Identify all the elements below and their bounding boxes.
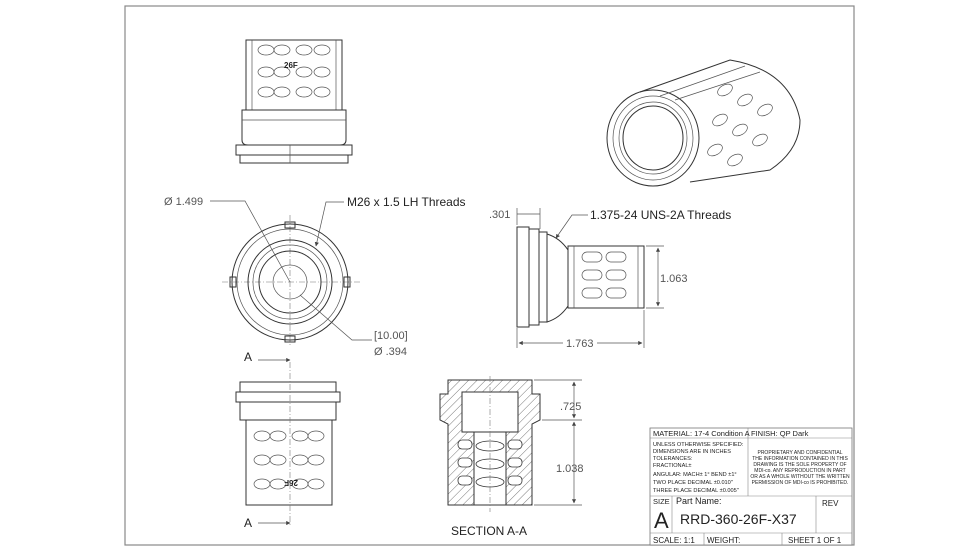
tb-note-6: THREE PLACE DECIMAL ±0.005" xyxy=(653,488,739,494)
dim-10-mm: [10.00] xyxy=(374,330,408,342)
top-elevation-view: 26F xyxy=(235,39,353,164)
dim-dia-1499: Ø 1.499 xyxy=(164,196,203,208)
tb-prop-4: OR AS A WHOLE WITHOUT THE WRITTEN xyxy=(750,474,850,480)
section-a-a-view xyxy=(439,376,541,512)
tb-part-name-label: Part Name: xyxy=(676,496,722,506)
dim-301: .301 xyxy=(489,209,510,221)
tb-weight: WEIGHT: xyxy=(707,536,740,545)
title-block xyxy=(649,427,853,546)
tb-size-label: SIZE xyxy=(653,497,670,506)
tb-prop-0: PROPRIETARY AND CONFIDENTIAL xyxy=(757,450,842,456)
dim-1763: 1.763 xyxy=(566,338,594,350)
tb-part-name: RRD-360-26F-X37 xyxy=(680,511,797,527)
tb-prop-5: PERMISSION OF MDI-co IS PROHIBITED. xyxy=(752,480,849,486)
tb-note-0: UNLESS OTHERWISE SPECIFIED: xyxy=(653,442,744,448)
dim-dia-394: Ø .394 xyxy=(374,346,407,358)
dim-1063: 1.063 xyxy=(660,273,688,285)
tb-finish: FINISH: QP Dark xyxy=(751,429,809,438)
engraving-26f-side: 26F xyxy=(284,478,298,487)
tb-note-2: TOLERANCES: xyxy=(653,456,693,462)
tb-prop-2: DRAWING IS THE SOLE PROPERTY OF xyxy=(753,462,846,468)
note-m26-threads: M26 x 1.5 LH Threads xyxy=(347,195,466,209)
tb-sheet: SHEET 1 OF 1 xyxy=(788,536,842,545)
tb-note-3: FRACTIONAL± xyxy=(653,463,692,469)
tb-prop-1: THE INFORMATION CONTAINED IN THIS xyxy=(752,456,848,462)
tb-material: MATERIAL: 17-4 Condition A xyxy=(653,429,750,438)
note-1375-threads: 1.375-24 UNS-2A Threads xyxy=(590,208,731,222)
tb-prop-3: MDI-co. ANY REPRODUCTION IN PART xyxy=(754,468,845,474)
section-marker-bottom: A xyxy=(244,516,252,530)
tb-scale: SCALE: 1:1 xyxy=(653,536,695,545)
tb-note-5: TWO PLACE DECIMAL ±0.010" xyxy=(653,480,733,486)
sheet-border xyxy=(124,5,855,546)
tb-size-value: A xyxy=(654,508,669,533)
tb-note-1: DIMENSIONS ARE IN INCHES xyxy=(653,449,731,455)
section-marker-top: A xyxy=(244,350,252,364)
dim-725: .725 xyxy=(560,401,581,413)
tb-note-4: ANGULAR: MACH± 1° BEND ±1° xyxy=(653,472,737,478)
section-label: SECTION A-A xyxy=(451,524,527,538)
side-view xyxy=(516,226,645,328)
isometric-view xyxy=(606,59,801,187)
engraving-26f: 26F xyxy=(284,61,298,70)
end-view xyxy=(222,215,360,345)
dim-1038: 1.038 xyxy=(556,463,584,475)
bottom-elevation-view: 26F xyxy=(235,357,341,526)
tb-rev-label: REV xyxy=(822,499,839,508)
